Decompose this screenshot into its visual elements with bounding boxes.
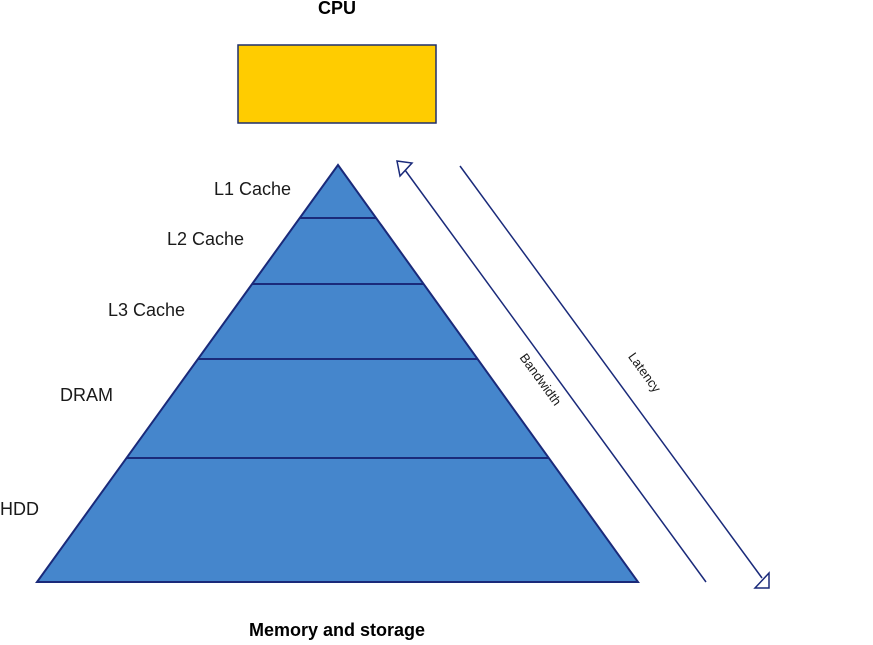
bandwidth-arrowhead-icon bbox=[396, 160, 414, 178]
pyramid-triangle bbox=[35, 163, 640, 583]
level-label-l3-cache: L3 Cache bbox=[108, 300, 185, 320]
cpu-title: CPU bbox=[318, 0, 356, 18]
memory-pyramid bbox=[35, 163, 640, 583]
latency-arrow bbox=[459, 165, 770, 589]
level-label-hdd: HDD bbox=[0, 499, 39, 519]
diagram-caption: Memory and storage bbox=[249, 620, 425, 640]
cpu-box bbox=[237, 44, 437, 124]
level-label-dram: DRAM bbox=[60, 385, 113, 405]
latency-arrowhead-icon bbox=[753, 571, 770, 589]
latency-label: Latency bbox=[625, 350, 664, 396]
latency-arrow-shaft bbox=[459, 165, 763, 579]
level-label-l2-cache: L2 Cache bbox=[167, 229, 244, 249]
level-label-l1-cache: L1 Cache bbox=[214, 179, 291, 199]
bandwidth-arrow bbox=[396, 160, 707, 583]
bandwidth-arrow-shaft bbox=[404, 169, 707, 583]
